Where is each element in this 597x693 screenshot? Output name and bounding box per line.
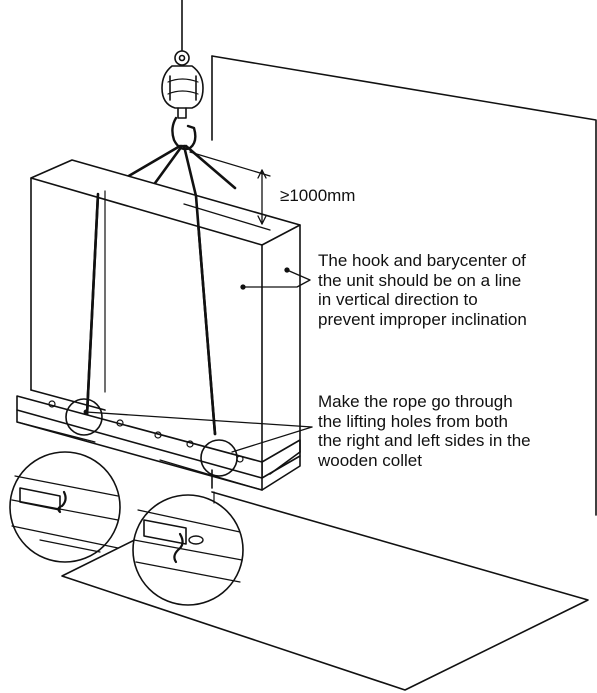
detail-marker-left [65, 398, 103, 436]
detail-marker-right [200, 439, 238, 477]
barycenter-leader [240, 267, 311, 290]
back-wall [211, 55, 597, 516]
detail-circle-left [9, 451, 121, 563]
unit-box [30, 159, 301, 479]
floor-mat [61, 491, 589, 691]
dimension-label: ≥1000mm [280, 186, 356, 205]
note-rope-lifting-holes: Make the rope go through the lifting hol… [318, 392, 531, 470]
rope-leader [83, 409, 313, 453]
dimension-marker [183, 151, 271, 231]
detail-circle-right [132, 491, 244, 606]
note-hook-alignment: The hook and barycenter of the unit shou… [318, 251, 527, 329]
crane-hook-icon [161, 0, 204, 151]
